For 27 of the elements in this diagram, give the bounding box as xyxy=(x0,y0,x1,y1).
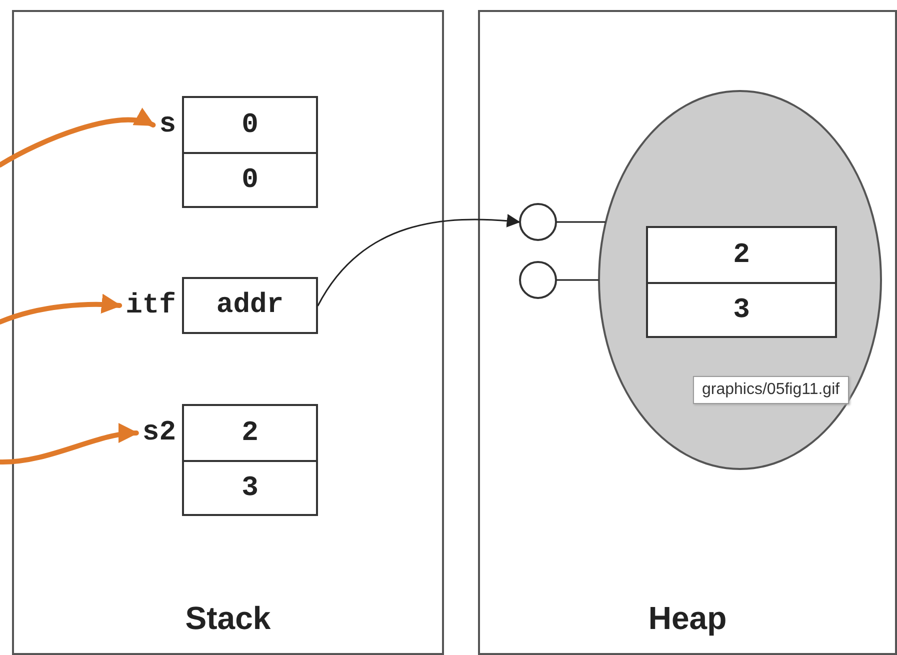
variable-name: s xyxy=(159,110,176,140)
cell-value: 0 xyxy=(242,164,258,196)
cell-value: 3 xyxy=(733,294,750,326)
memory-cell xyxy=(182,152,318,208)
variable-name: itf xyxy=(126,290,176,321)
cell-value: addr xyxy=(216,290,284,321)
tooltip: graphics/05fig11.gif xyxy=(693,376,849,404)
panel-title: Stack xyxy=(185,600,271,637)
heap-panel xyxy=(478,10,897,655)
memory-cell xyxy=(646,282,837,338)
cell-value: 2 xyxy=(733,240,750,270)
arrow xyxy=(0,294,122,324)
cell-value: 0 xyxy=(242,110,258,140)
cell-value: 3 xyxy=(242,472,258,504)
arrow xyxy=(317,214,520,306)
arrow xyxy=(0,109,156,168)
memory-cell xyxy=(182,460,318,516)
connector-line xyxy=(556,279,599,281)
panel-title: Heap xyxy=(648,600,727,637)
variable-name: s2 xyxy=(142,418,176,448)
stack-panel xyxy=(12,10,444,655)
connector-line xyxy=(556,221,606,223)
interface-circle xyxy=(519,261,557,299)
memory-cell xyxy=(646,226,837,284)
cell-value: 2 xyxy=(242,418,258,448)
arrow xyxy=(0,424,139,464)
interface-circle xyxy=(519,203,557,241)
